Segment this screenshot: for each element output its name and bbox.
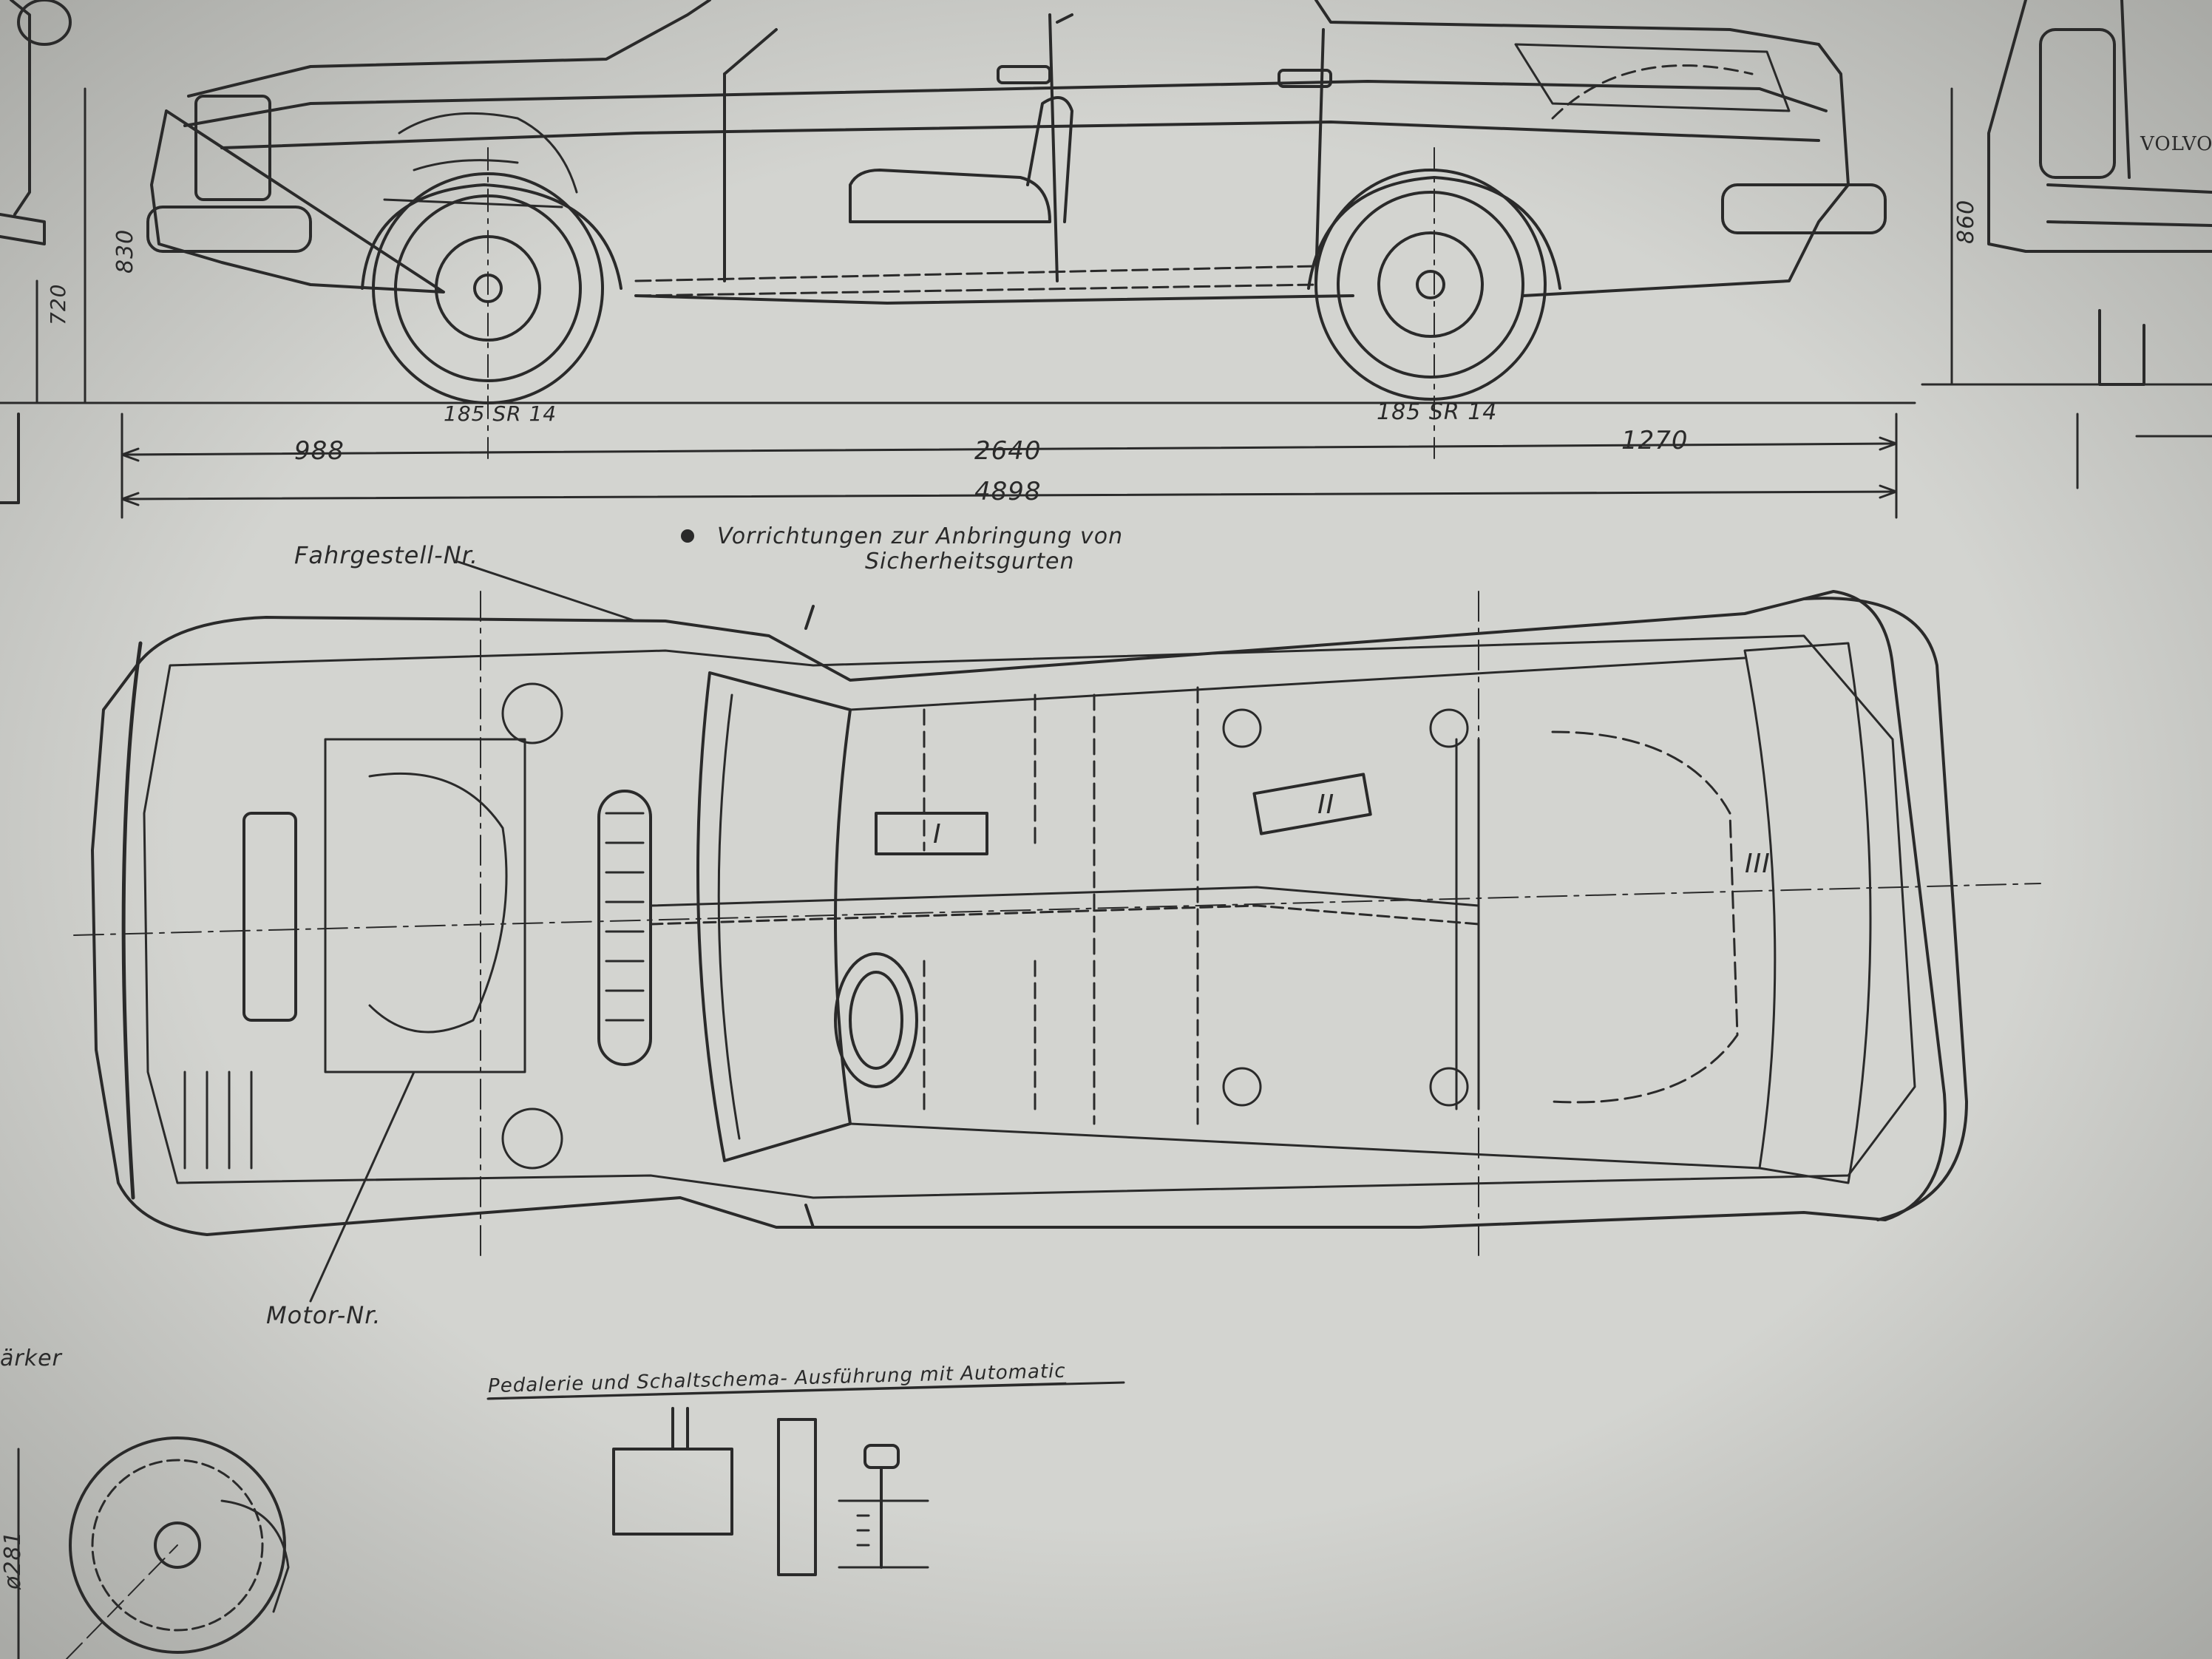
partial-label-left: ärker <box>0 1346 62 1371</box>
right-partial-rear-view <box>1921 0 2212 489</box>
pedal-shift-schematic <box>486 1381 1125 1576</box>
left-partial-front-view <box>0 0 72 504</box>
engine-number-label: Motor-Nr. <box>266 1301 381 1329</box>
section-marker-3: III <box>1745 849 1771 879</box>
dim-height-830: 830 <box>112 228 138 274</box>
section-marker-2: II <box>1317 790 1335 820</box>
tyre-front-label: 185 SR 14 <box>444 401 557 426</box>
dim-rear-overhang: 1270 <box>1621 426 1689 455</box>
dim-height-720: 720 <box>46 283 70 325</box>
dim-wheelbase: 2640 <box>974 436 1042 466</box>
dim-total-length: 4898 <box>974 477 1042 506</box>
brand-lettering: VOLVO <box>2140 133 2212 155</box>
seatbelt-note-line1: Vorrichtungen zur Anbringung von <box>717 523 1124 549</box>
side-view-drawing <box>0 0 1953 519</box>
tyre-rear-label: 185 SR 14 <box>1377 399 1498 425</box>
dim-height-860: 860 <box>1953 199 1979 244</box>
dim-front-overhang: 988 <box>294 436 345 466</box>
brake-booster-drawing <box>17 1436 290 1659</box>
section-marker-1: I <box>933 819 942 849</box>
chassis-number-label: Fahrgestell-Nr. <box>294 541 479 569</box>
plan-view-drawing <box>73 529 2041 1303</box>
dim-ring-diameter: ø281 <box>0 1530 26 1590</box>
seatbelt-note-line2: Sicherheitsgurten <box>865 549 1075 574</box>
